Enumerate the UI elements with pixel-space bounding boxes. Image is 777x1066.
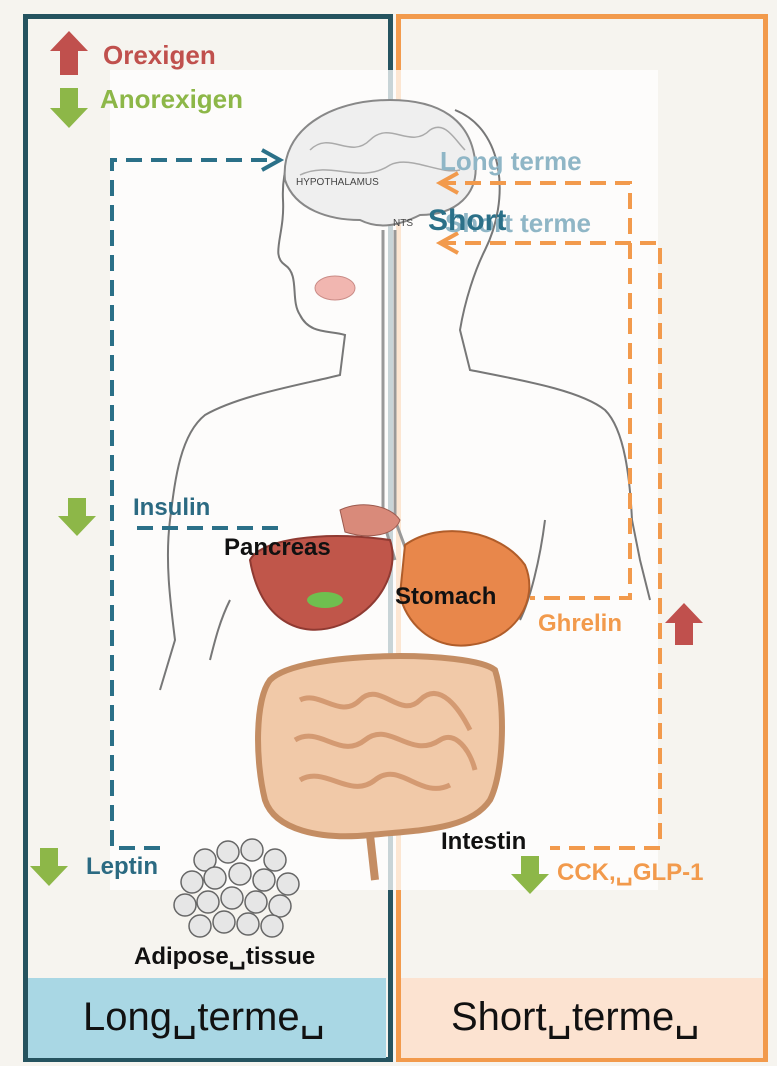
- orexigen-label: Orexigen: [103, 40, 216, 71]
- long-term-footer-label: Long␣terme␣: [83, 994, 325, 1040]
- leptin-label: Leptin: [86, 853, 158, 881]
- orexigen-arrow-icon: [50, 31, 88, 75]
- short-term-footer: Short␣terme␣: [401, 978, 763, 1058]
- salivary-gland: [315, 276, 355, 300]
- short-overlay-label: Short: [428, 204, 506, 238]
- anorexigen-arrow-icon: [50, 88, 88, 128]
- nts-label: NTS: [393, 218, 413, 229]
- cck-glp1-label: CCK,␣GLP-1: [557, 858, 704, 887]
- ghrelin-label: Ghrelin: [538, 610, 622, 638]
- leptin-down-arrow-icon: [30, 848, 68, 886]
- short-term-footer-label: Short␣terme␣: [451, 994, 700, 1040]
- insulin-label: Insulin: [133, 494, 210, 522]
- insulin-down-arrow-icon: [58, 498, 96, 536]
- long-term-footer: Long␣terme␣: [28, 978, 386, 1058]
- ghrelin-up-arrow-icon: [665, 603, 703, 645]
- gallbladder-shape: [307, 592, 343, 608]
- rectum: [370, 835, 375, 880]
- hypothalamus-label: HYPOTHALAMUS: [296, 177, 379, 188]
- pancreas-label: Pancreas: [224, 534, 331, 562]
- adipose-tissue-label: Adipose␣tissue: [134, 942, 315, 971]
- intestin-label: Intestin: [441, 828, 526, 856]
- long-terme-signal-label: Long terme: [440, 146, 582, 177]
- anorexigen-label: Anorexigen: [100, 84, 243, 115]
- stomach-label: Stomach: [395, 583, 496, 611]
